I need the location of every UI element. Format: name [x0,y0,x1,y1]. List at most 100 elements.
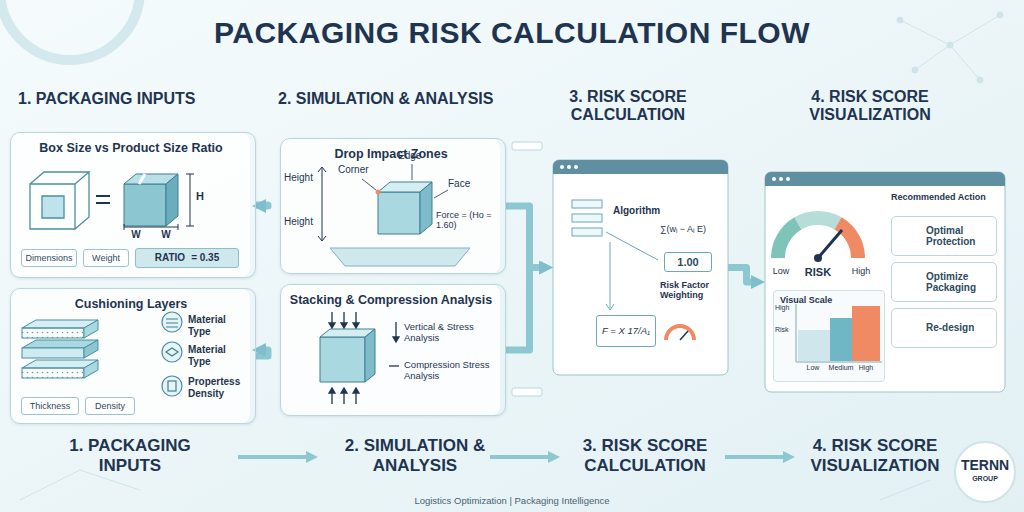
art-rect [22,368,84,378]
art-rect [280,138,500,274]
flow-arrow [506,206,539,268]
art-rect [512,142,542,150]
art-rect [22,328,84,338]
node-text: Stacking & Compression Analysis [281,293,501,307]
art-path [139,174,145,184]
art-rect [168,381,176,391]
art-path [318,167,326,241]
label-text: 2. SIMULATION & ANALYSIS [330,436,500,475]
flow-arrow [256,205,268,206]
art-path [84,320,98,338]
label-text: High [775,304,795,312]
art-rect [512,388,542,396]
art-path [680,331,688,340]
process-box: Thickness [21,397,79,415]
label-text: Risk [775,326,795,334]
label-text: Face [448,178,480,190]
art-path [765,172,1005,186]
art-rect [572,200,602,208]
action-button: Re-design [891,308,997,348]
art-path [186,174,194,226]
label-text: 3. RISK SCORE CALCULATION [570,436,720,475]
process-box: Weight [83,249,129,267]
art-path [320,337,365,382]
art-path [329,323,359,393]
node-text: Box Size vs Product Size Ratio [11,141,251,155]
art-circle [574,165,578,169]
node-text: Algorithm [613,205,673,217]
art-path [96,196,110,203]
art-path [725,455,783,459]
label-text: GROUP [955,475,1015,483]
art-path [166,174,178,226]
art-path [666,326,694,340]
action-button: Optimize Packaging [891,262,997,302]
label-text: 1. PACKAGING INPUTS [18,90,268,108]
art-circle [162,376,182,396]
node-text: F = X 17/A₁ [602,326,650,337]
label-text: Medium [824,364,858,372]
panel-box: Box Size vs Product Size RatioDimensions… [10,132,256,278]
art-rect [798,330,830,361]
art-path [84,360,98,378]
art-path [124,184,166,226]
art-circle [997,12,1003,18]
art-path [395,322,396,338]
label-text: Propertess Density [188,376,248,399]
art-path [798,218,838,223]
label-text: W [130,229,142,241]
process-box: 1.00 [664,252,712,272]
art-circle [560,165,564,169]
label-text: 3. RISK SCORE CALCULATION [548,88,708,125]
node-text: Density [95,401,125,411]
label-text: Height [284,216,320,228]
label-text: 4. RISK SCORE VISUALIZATION [795,436,955,475]
process-box: RATIO= 0.35 [135,248,239,268]
label-text: 4. RISK SCORE VISUALIZATION [780,88,960,125]
node-text: ∑(wᵢ − Aᵢ E) [660,224,726,234]
art-circle [912,67,918,73]
action-button: Optimal Protection [891,216,997,256]
art-g [778,218,858,258]
label-text: High [852,364,880,372]
art-path [796,304,882,362]
art-path [30,172,89,229]
label-text: 2. SIMULATION & ANALYSIS [278,90,518,108]
art-rect [830,318,852,361]
app-window: Recommended ActionVisual ScaleOptimal Pr… [765,172,1005,392]
art-g [10,132,500,424]
art-circle [772,177,776,181]
panel-box: Stacking & Compression Analysis [280,284,506,416]
art-path [389,365,399,366]
process-box: Dimensions [21,249,77,267]
art-rect [572,228,602,236]
flow-arrow [728,268,751,283]
art-path [362,164,448,198]
label-text: Low [768,266,794,276]
art-circle [779,177,783,181]
art-path [490,455,548,459]
art-path [238,455,306,459]
art-circle [0,0,140,60]
label-text: Vertical & Stress Analysis [404,322,496,344]
art-circle [376,190,381,195]
art-path [84,340,98,358]
node-text: Re-design [926,322,974,334]
art-g [772,177,790,181]
panel-box: Drop Impact Zones [280,138,506,274]
label-text: TERNN [955,457,1015,473]
label-text: Force = (Ho = 1.60) [436,210,498,231]
art-path [606,232,658,260]
label-text: Material Type [188,314,248,337]
node-text: Optimal Protection [926,225,992,248]
app-window: Algorithm∑(wᵢ − Aᵢ E)Risk Factor Weighti… [553,160,728,375]
label-text: H [196,190,208,203]
art-rect [22,348,84,358]
art-rect [852,306,880,361]
node-text: Recommended Action [891,192,1001,202]
art-g [572,200,602,236]
flow-arrow [506,268,539,351]
art-path [606,242,614,310]
art-g [22,320,98,378]
node-text: Dimensions [25,253,72,263]
